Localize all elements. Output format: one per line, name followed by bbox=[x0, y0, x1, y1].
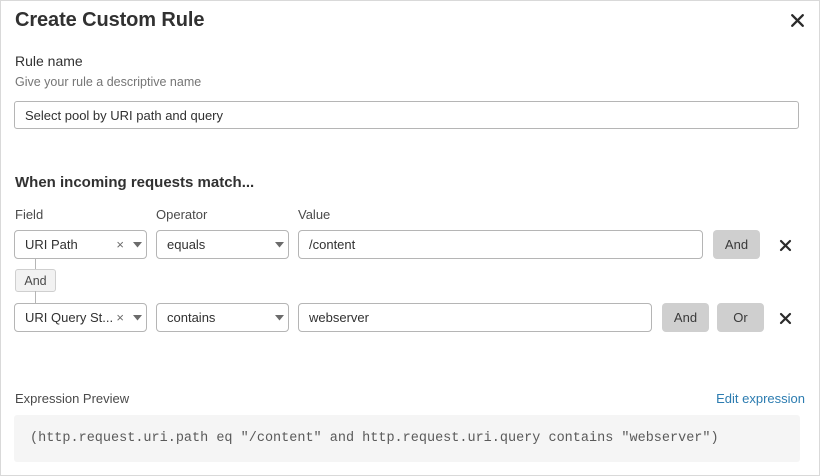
close-icon bbox=[779, 239, 792, 252]
or-button-2[interactable]: Or bbox=[717, 303, 764, 332]
field-select-2[interactable]: URI Query St... × bbox=[14, 303, 147, 332]
and-button-2[interactable]: And bbox=[662, 303, 709, 332]
match-heading: When incoming requests match... bbox=[15, 174, 255, 191]
field-select-1-value: URI Path bbox=[25, 237, 78, 252]
value-input-1[interactable] bbox=[298, 230, 703, 259]
delete-condition-button-1[interactable] bbox=[773, 233, 797, 257]
close-icon bbox=[779, 312, 792, 325]
chevron-down-icon[interactable] bbox=[270, 314, 288, 321]
column-header-operator: Operator bbox=[156, 207, 208, 222]
expression-preview-label: Expression Preview bbox=[15, 391, 130, 406]
rule-name-help-text: Give your rule a descriptive name bbox=[15, 75, 202, 89]
operator-select-2[interactable]: contains bbox=[156, 303, 289, 332]
expression-preview-box: (http.request.uri.path eq "/content" and… bbox=[14, 415, 800, 462]
column-header-field: Field bbox=[15, 207, 44, 222]
expression-preview-text: (http.request.uri.path eq "/content" and… bbox=[30, 431, 719, 446]
rule-name-label: Rule name bbox=[15, 53, 83, 69]
field-select-2-value: URI Query St... bbox=[25, 310, 113, 325]
field-select-1[interactable]: URI Path × bbox=[14, 230, 147, 259]
connector-line-bottom bbox=[35, 291, 36, 303]
edit-expression-link[interactable]: Edit expression bbox=[716, 391, 805, 406]
chevron-down-icon[interactable] bbox=[270, 241, 288, 248]
operator-select-1[interactable]: equals bbox=[156, 230, 289, 259]
and-button-1[interactable]: And bbox=[713, 230, 760, 259]
chevron-down-icon[interactable] bbox=[128, 241, 146, 248]
connector-line-top bbox=[35, 259, 36, 270]
operator-select-1-value: equals bbox=[167, 237, 206, 252]
chevron-down-icon[interactable] bbox=[128, 314, 146, 321]
close-small-icon[interactable]: × bbox=[116, 237, 124, 252]
rule-name-input[interactable] bbox=[14, 101, 799, 129]
dialog-title: Create Custom Rule bbox=[15, 9, 205, 31]
delete-condition-button-2[interactable] bbox=[773, 306, 797, 330]
close-icon bbox=[790, 13, 805, 28]
close-small-icon[interactable]: × bbox=[116, 310, 124, 325]
group-connector-and-button[interactable]: And bbox=[15, 269, 56, 292]
column-header-value: Value bbox=[298, 207, 331, 222]
value-input-2[interactable] bbox=[298, 303, 652, 332]
close-dialog-button[interactable] bbox=[784, 7, 810, 33]
operator-select-2-value: contains bbox=[167, 310, 216, 325]
